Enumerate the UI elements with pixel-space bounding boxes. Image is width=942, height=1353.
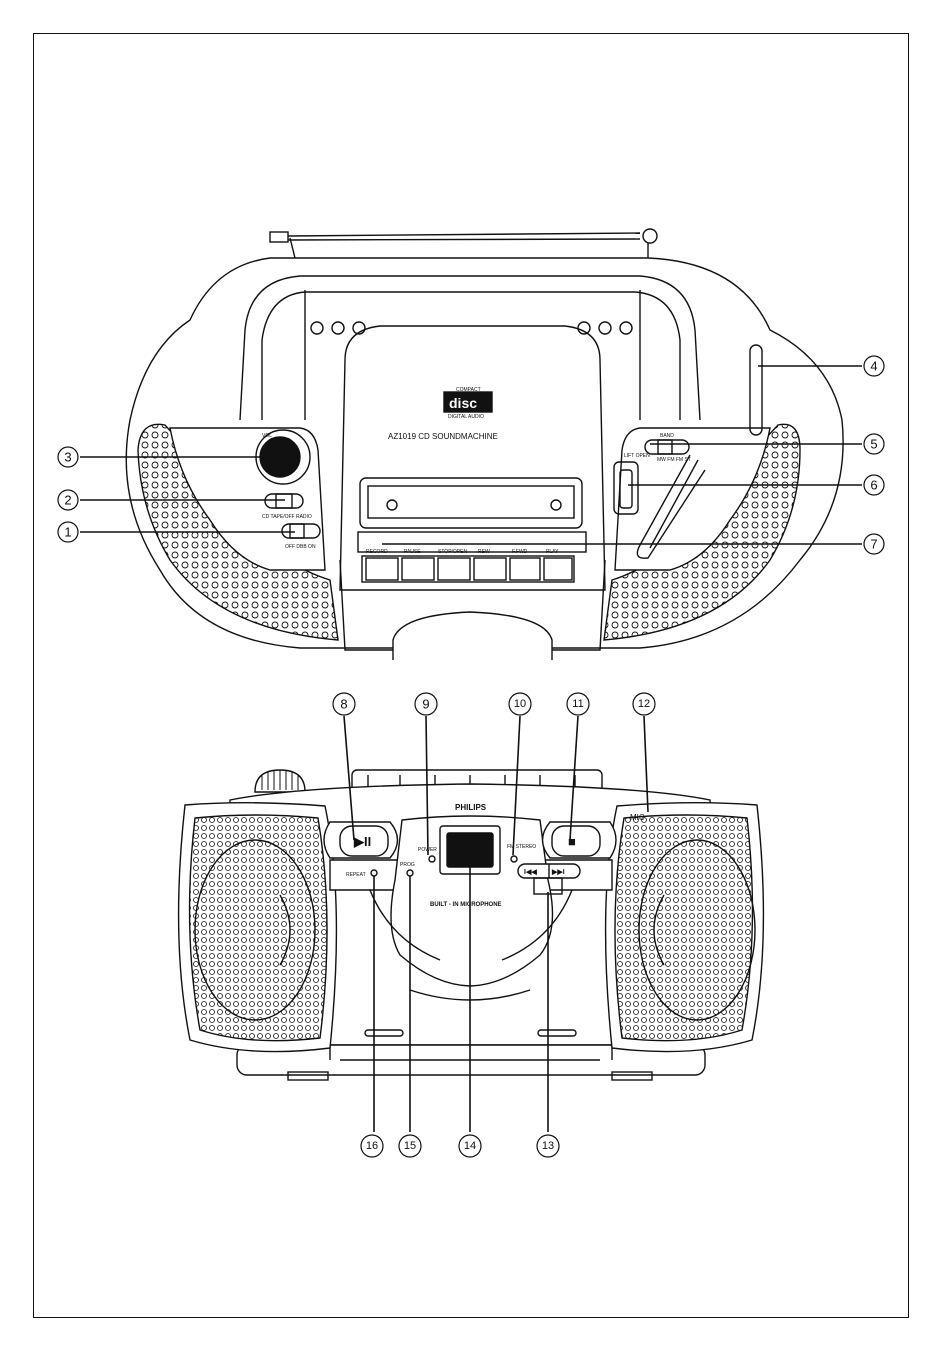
callout-14: 14 [464, 1140, 476, 1152]
model-text: AZ1019 CD SOUNDMACHINE [388, 432, 498, 441]
stop-icon: ■ [568, 834, 576, 849]
power-label: POWER [418, 847, 437, 853]
mode-positions: CD TAPE/OFF RADIO [262, 514, 312, 520]
callout-3: 3 [64, 450, 71, 465]
callout-12: 12 [638, 698, 650, 710]
next-icon: ▶▶I [551, 869, 565, 876]
lift-open-label: LIFT OPEN [624, 453, 650, 459]
tape-key-play: PLAY [546, 549, 559, 555]
stop-button[interactable] [543, 822, 617, 858]
logo-digital: DIGITAL AUDIO [448, 414, 484, 420]
callout-4: 4 [870, 359, 877, 374]
callout-15: 15 [404, 1140, 416, 1152]
repeat-label: REPEAT [346, 872, 366, 878]
tape-key-rew: REW [478, 549, 490, 555]
callout-16: 16 [366, 1140, 378, 1152]
logo-compact: COMPACT [456, 387, 481, 393]
vol-label: VOL [262, 433, 272, 439]
front-view-unit [179, 770, 764, 1080]
callout-7: 7 [870, 537, 877, 552]
right-speaker [606, 803, 764, 1052]
tape-key-ffwd: F.FWD [512, 549, 528, 555]
band-positions: MW FM FM ST [657, 457, 691, 463]
tape-key-pause: PAUSE [404, 549, 421, 555]
band-label: BAND [660, 433, 674, 439]
play-pause-icon: ▶II [353, 834, 371, 849]
front-volume-knob[interactable] [255, 770, 305, 792]
built-in-mic-label: BUILT - IN MICROPHONE [430, 902, 502, 908]
callout-8: 8 [340, 697, 347, 712]
mic-label: MIC [630, 813, 645, 822]
antenna [270, 229, 657, 258]
tape-key-record: RECORD [366, 549, 388, 555]
callout-6: 6 [870, 478, 877, 493]
logo-disc: disc [449, 395, 477, 411]
callout-13: 13 [542, 1140, 554, 1152]
brand-text: PHILIPS [455, 803, 487, 812]
prev-icon: I◀◀ [524, 869, 537, 876]
prog-label: PROG [400, 862, 415, 868]
fm-stereo-label: FM STEREO [507, 844, 536, 850]
callout-1: 1 [64, 525, 71, 540]
callout-5: 5 [870, 437, 877, 452]
callout-11: 11 [572, 698, 583, 710]
left-speaker [179, 803, 337, 1052]
callout-10: 10 [514, 698, 526, 710]
power-positions: OFF DBB ON [285, 544, 316, 550]
callout-2: 2 [64, 493, 71, 508]
tape-key-stop-open: STOP/OPEN [438, 549, 467, 555]
callout-9: 9 [422, 697, 429, 712]
